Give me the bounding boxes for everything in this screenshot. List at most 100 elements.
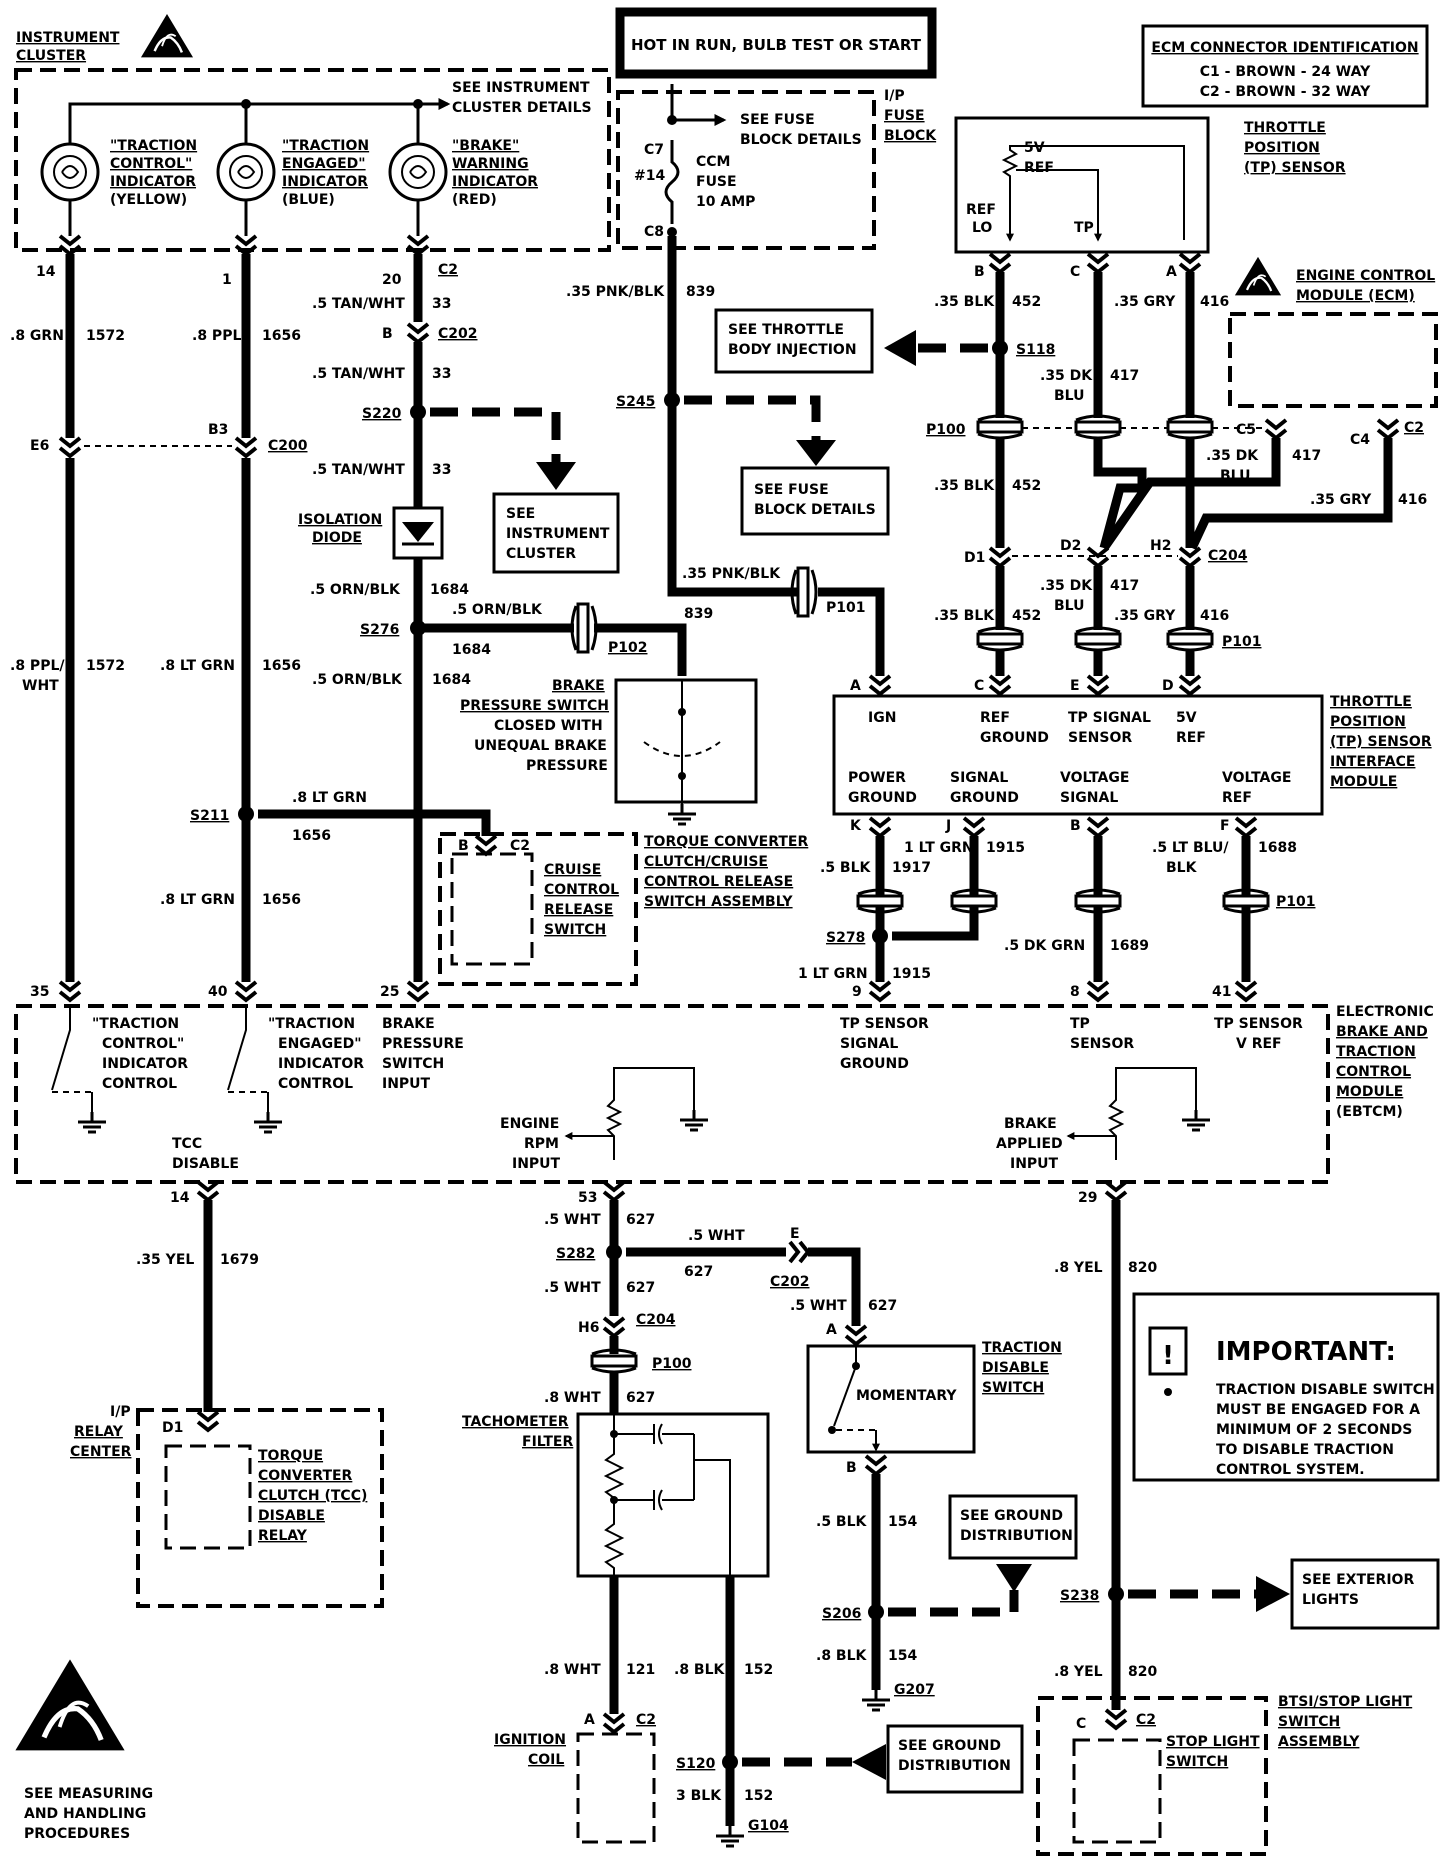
momentary-label: MOMENTARY — [856, 1388, 957, 1404]
ecm-connector-id-c1: C1 - BROWN - 24 WAY — [1200, 64, 1371, 80]
ignition-coil-2: COIL — [528, 1752, 564, 1768]
svg-text:.8 LT GRN: .8 LT GRN — [160, 658, 235, 674]
splice-s206 — [868, 1604, 884, 1620]
svg-text:417: 417 — [1110, 368, 1139, 384]
svg-text:INDICATOR: INDICATOR — [452, 174, 538, 190]
traction-disable-switch-box — [806, 1344, 976, 1454]
s211-label: S211 — [190, 808, 229, 824]
svg-text:TRACTION: TRACTION — [982, 1340, 1062, 1356]
svg-text:B: B — [1070, 818, 1081, 834]
ip-fuse-1: I/P — [884, 88, 905, 104]
svg-text:ENGAGED": ENGAGED" — [282, 156, 366, 172]
svg-text:452: 452 — [1012, 294, 1041, 310]
svg-text:F: F — [1220, 818, 1230, 834]
see-ground-2: DISTRIBUTION — [960, 1528, 1073, 1544]
connector-p102 — [570, 602, 598, 654]
svg-text:MODULE: MODULE — [1336, 1084, 1403, 1100]
see-fuse-2: BLOCK DETAILS — [740, 132, 862, 148]
ignition-pin-c2: C2 — [636, 1712, 656, 1728]
fuse-c8-pin — [667, 227, 677, 237]
c202-e-label: E — [790, 1226, 800, 1242]
tcc-disable-label: TCC DISABLE — [172, 1136, 239, 1172]
svg-text:14: 14 — [170, 1190, 190, 1206]
fuse-c7: C7 — [644, 142, 664, 158]
see-fuse2-2: BLOCK DETAILS — [754, 502, 876, 518]
svg-text:.8 PPL: .8 PPL — [192, 328, 241, 344]
hot-in-run-label: HOT IN RUN, BULB TEST OR START — [631, 36, 922, 54]
svg-text:BLU: BLU — [1054, 598, 1084, 614]
svg-text:627: 627 — [626, 1212, 655, 1228]
w152b-1: 3 BLK — [676, 1788, 722, 1804]
svg-text:CLUTCH/CRUISE: CLUTCH/CRUISE — [644, 854, 768, 870]
see-tbi-1: SEE THROTTLE — [728, 322, 844, 338]
svg-text:.35 BLK: .35 BLK — [934, 478, 995, 494]
c204-h6: H6 — [578, 1320, 599, 1336]
svg-text:.5 ORN/BLK: .5 ORN/BLK — [312, 672, 403, 688]
svg-text:K: K — [850, 818, 862, 834]
splice-s220 — [410, 404, 426, 420]
traction-control-bulb-icon — [40, 130, 100, 236]
important-icon-frame — [1148, 1326, 1188, 1376]
tpsim-top-labels: IGN REF GROUND TP SIGNAL SENSOR 5V REF — [868, 710, 1206, 746]
diode-symbol — [402, 522, 434, 542]
wire-417-ecm — [1100, 438, 1281, 551]
w820-3: .8 YEL — [1054, 1664, 1103, 1680]
see-tbi-2: BODY INJECTION — [728, 342, 857, 358]
s206-label: S206 — [822, 1606, 861, 1622]
svg-text:TACHOMETER: TACHOMETER — [462, 1414, 569, 1430]
svg-text:INDICATOR: INDICATOR — [282, 174, 368, 190]
svg-text:SWITCH ASSEMBLY: SWITCH ASSEMBLY — [644, 894, 793, 910]
ip-fuse-2: FUSE — [884, 108, 925, 124]
svg-text:SWITCH: SWITCH — [982, 1380, 1044, 1396]
engine-rpm-input-label: ENGINE RPM INPUT — [500, 1116, 561, 1172]
ecm-connector-id-title: ECM CONNECTOR IDENTIFICATION — [1151, 40, 1418, 56]
w627-h1: .5 WHT — [688, 1228, 745, 1244]
svg-text:.35 BLK: .35 BLK — [934, 608, 995, 624]
svg-text:627: 627 — [626, 1390, 655, 1406]
tcc-cruise-assembly-label: TORQUE CONVERTER CLUTCH/CRUISE CONTROL R… — [644, 834, 808, 910]
svg-text:POWER: POWER — [848, 770, 906, 786]
svg-text:20: 20 — [382, 272, 402, 288]
splice-s282 — [606, 1244, 622, 1260]
hot-in-run-box — [615, 7, 937, 79]
ic-connector-pins: 14 1 20 C2 — [36, 234, 458, 288]
measuring-handling-label: SEE MEASURING AND HANDLING PROCEDURES — [24, 1786, 153, 1842]
svg-text:.5 LT BLU/: .5 LT BLU/ — [1152, 840, 1229, 856]
s120-label: S120 — [676, 1756, 716, 1772]
svg-text:.35 BLK: .35 BLK — [934, 294, 995, 310]
tp-sensor-signal-ground-label: TP SENSOR SIGNAL GROUND — [840, 1016, 929, 1072]
svg-text:35: 35 — [30, 984, 49, 1000]
cruise-switch-box — [450, 852, 534, 966]
wire-labels-left-lower: .8 PPL/ WHT 1572 .8 LT GRN 1656 .5 ORN/B… — [10, 658, 471, 908]
svg-text:FILTER: FILTER — [522, 1434, 573, 1450]
important-heading: IMPORTANT: — [1216, 1337, 1396, 1367]
svg-text:(TP) SENSOR: (TP) SENSOR — [1244, 160, 1346, 176]
svg-text:.35 DK: .35 DK — [1040, 578, 1093, 594]
tp-sensor-title: THROTTLE POSITION (TP) SENSOR — [1244, 120, 1346, 176]
svg-text:ASSEMBLY: ASSEMBLY — [1278, 1734, 1360, 1750]
svg-text:.5 DK GRN: .5 DK GRN — [1004, 938, 1085, 954]
svg-text:BRAKE: BRAKE — [552, 678, 605, 694]
w417-ecm-1: .35 DK — [1206, 448, 1259, 464]
relay-pin-d1: D1 — [162, 1420, 183, 1436]
cruise-pin-b: B — [458, 838, 469, 854]
svg-text:REF: REF — [980, 710, 1010, 726]
svg-text:PRESSURE SWITCH: PRESSURE SWITCH — [460, 698, 609, 714]
traction-engaged-indicator-label: "TRACTION ENGAGED" INDICATOR (BLUE) — [282, 138, 369, 208]
svg-text:TO DISABLE TRACTION: TO DISABLE TRACTION — [1216, 1442, 1394, 1458]
svg-text:"BRAKE": "BRAKE" — [452, 138, 519, 154]
splice-s276 — [410, 620, 426, 636]
svg-text:INTERFACE: INTERFACE — [1330, 754, 1415, 770]
svg-text:1 LT GRN: 1 LT GRN — [904, 840, 974, 856]
svg-text:(TP) SENSOR: (TP) SENSOR — [1330, 734, 1432, 750]
instrument-cluster-title-2: CLUSTER — [16, 48, 86, 64]
ccm-1: CCM — [696, 154, 730, 170]
svg-text:1689: 1689 — [1110, 938, 1149, 954]
see-ground-dist-box-2 — [886, 1724, 1024, 1794]
svg-text:PRESSURE: PRESSURE — [526, 758, 608, 774]
svg-text:"TRACTION: "TRACTION — [282, 138, 369, 154]
traction-disable-switch-icon — [828, 1346, 880, 1452]
p102-label: P102 — [608, 640, 647, 656]
svg-text:1915: 1915 — [986, 840, 1025, 856]
ic-feed-wire — [68, 102, 418, 130]
